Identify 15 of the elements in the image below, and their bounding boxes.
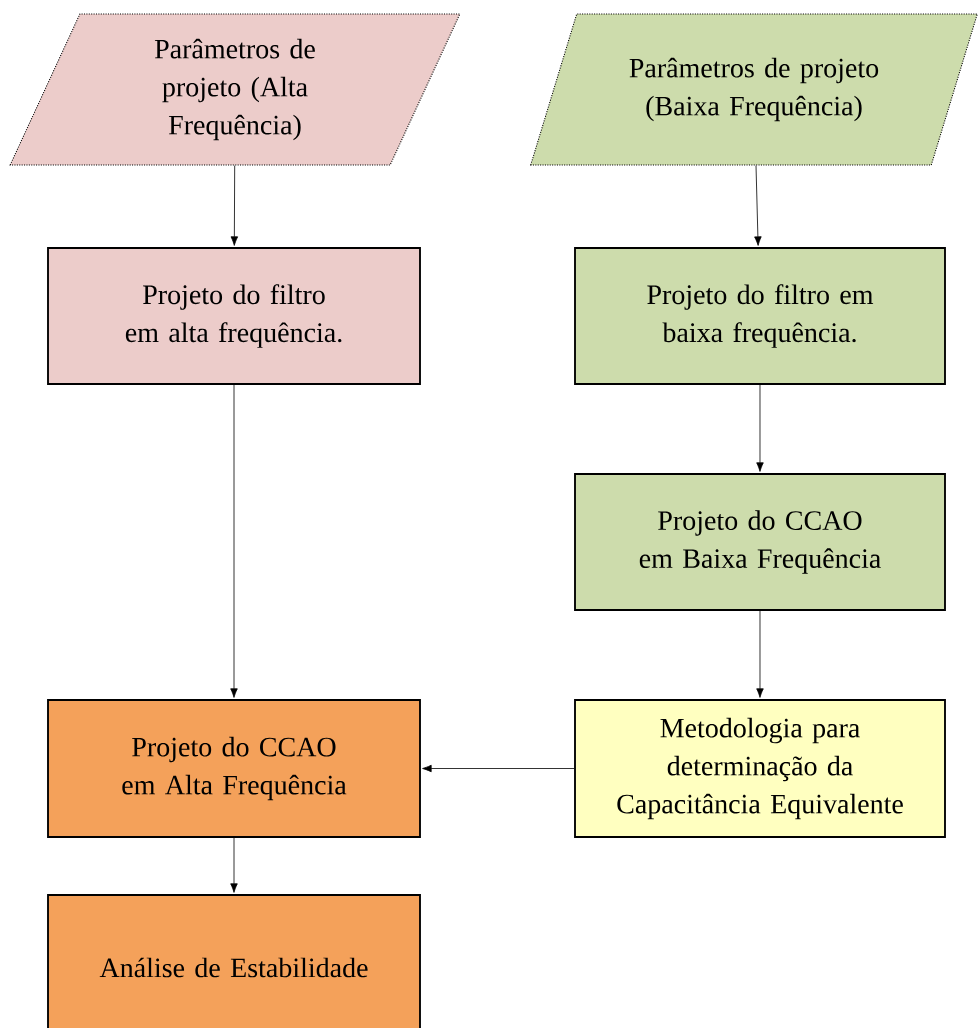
- arrow: [230, 837, 238, 893]
- arrow: [230, 165, 239, 246]
- process-box: Metodologia para determinação da Capacitância Equivalente: [574, 699, 946, 838]
- input-parallelogram: Parâmetros de projeto (Alta Frequência): [9, 13, 461, 166]
- process-box: Projeto do filtro em baixa frequência.: [574, 247, 946, 385]
- process-box: Projeto do filtro em alta frequência.: [47, 247, 421, 385]
- input-parallelogram: Parâmetros de projeto (Baixa Frequência): [530, 13, 978, 166]
- arrow: [230, 384, 238, 698]
- arrow: [422, 764, 575, 773]
- arrow: [754, 165, 762, 246]
- process-box: Análise de Estabilidade: [47, 894, 421, 1028]
- arrow: [756, 610, 764, 698]
- arrow: [756, 384, 764, 472]
- process-box: Projeto do CCAO em Baixa Frequência: [574, 473, 946, 611]
- process-box: Projeto do CCAO em Alta Frequência: [47, 699, 421, 838]
